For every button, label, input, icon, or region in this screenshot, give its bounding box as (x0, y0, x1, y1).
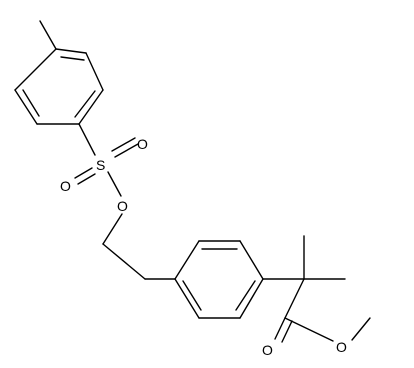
ring-bond (239, 278, 264, 319)
s-o-double-bond (111, 137, 136, 152)
sulfonyl-oxygen-left-label: O (60, 178, 71, 194)
c-o-double-bond (274, 317, 286, 340)
methyl-bond (39, 20, 57, 50)
ring-inner-bond (235, 280, 256, 311)
c-o-double-bond (281, 320, 293, 343)
s-o-double-bond (77, 173, 96, 185)
carbonyl-oxygen-label: O (262, 342, 273, 358)
ring-bond (85, 52, 104, 91)
quaternary-to-carbonyl-bond (284, 278, 305, 319)
ester-link-oxygen-label: O (117, 198, 128, 214)
ring-inner-bond (60, 56, 85, 61)
ring-to-sulfur-bond (78, 123, 96, 156)
ring-bond (14, 48, 57, 91)
s-o-double-bond (74, 167, 93, 179)
ring-inner-bond (74, 90, 96, 118)
s-o-double-bond (114, 143, 139, 158)
sulfur-label: S (96, 157, 105, 173)
s-o-single-bond (107, 171, 122, 197)
ch2-ch2-bond (102, 243, 146, 280)
ring-bond (14, 89, 38, 125)
o-methyl-bond (351, 317, 371, 341)
ring-bond (55, 48, 87, 54)
benzene-ring (174, 240, 264, 319)
ring-inner-bond (182, 280, 202, 311)
methoxy-oxygen-label: O (336, 339, 347, 355)
ring-bond (78, 89, 104, 125)
ring-bond (174, 240, 200, 280)
ring-inner-bond (22, 89, 40, 117)
c-o-single-bond (284, 317, 334, 342)
ring-bond (239, 240, 264, 280)
ring-bond (174, 278, 200, 319)
o-ch2-bond (102, 213, 123, 245)
toluene-ring (14, 20, 104, 125)
sulfonyl-oxygen-top-label: O (137, 136, 148, 152)
